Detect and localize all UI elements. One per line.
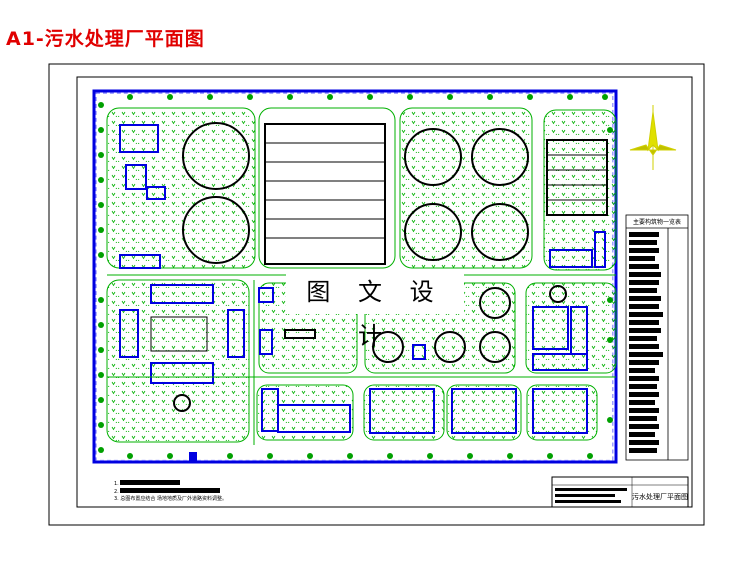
tank-5 xyxy=(404,203,462,261)
tank-3 xyxy=(404,128,462,186)
green-block-n1 xyxy=(258,107,396,269)
green-block-w xyxy=(106,279,250,443)
page-title: A1-污水处理厂平面图 xyxy=(6,28,205,50)
building-nw4 xyxy=(119,254,161,269)
tank-12 xyxy=(173,394,191,412)
green-block-s4 xyxy=(526,384,598,441)
building-w3 xyxy=(227,309,245,358)
building-c1 xyxy=(259,329,273,355)
basketball-court xyxy=(150,316,208,352)
green-block-s1 xyxy=(256,384,354,441)
building-w2 xyxy=(119,309,139,358)
building-s1 xyxy=(277,404,351,433)
green-block-n2 xyxy=(399,107,533,269)
watermark: 图 文 设 计 xyxy=(286,270,464,350)
svg-text:1.: 1. xyxy=(114,481,119,487)
building-s3 xyxy=(451,388,517,434)
svg-text:2.: 2. xyxy=(114,489,119,495)
building-w4 xyxy=(150,362,214,384)
tank-8 xyxy=(434,331,466,363)
green-block-ne xyxy=(543,109,617,271)
main-gate xyxy=(189,452,197,462)
tank-4 xyxy=(471,128,529,186)
building-ne-striped xyxy=(546,139,608,216)
north-arrow-icon xyxy=(629,105,677,170)
boundary-wall xyxy=(92,89,618,464)
title-block: 污水处理厂平面图 xyxy=(551,476,689,508)
building-e1 xyxy=(532,306,569,350)
notes: 1. 2. 3. 总图布置应结合 场地地质及厂外道路资料调整。 xyxy=(114,480,227,502)
bio-tank-partitions xyxy=(265,142,607,239)
building-c4 xyxy=(412,344,426,360)
tank-10 xyxy=(479,287,511,319)
building-w1 xyxy=(150,284,214,304)
building-s2 xyxy=(369,388,435,434)
building-c2 xyxy=(258,287,274,303)
green-block-nw xyxy=(106,107,256,269)
building-c3 xyxy=(284,329,316,339)
svg-text:3. 总图布置应结合 场地地质及厂外道路资料调整。: 3. 总图布置应结合 场地地质及厂外道路资料调整。 xyxy=(114,495,227,502)
tank-1 xyxy=(182,122,250,190)
green-block-s2 xyxy=(363,384,445,441)
tank-6 xyxy=(471,203,529,261)
legend-table xyxy=(625,214,689,461)
building-e3 xyxy=(532,353,588,371)
biological-tank xyxy=(264,123,386,265)
inner-border xyxy=(76,76,693,508)
tank-11 xyxy=(549,285,567,303)
building-ne3 xyxy=(594,231,606,268)
building-s4 xyxy=(532,388,588,434)
perimeter-trees xyxy=(98,94,613,459)
drawing-name: 污水处理厂平面图 xyxy=(632,492,688,501)
tank-2 xyxy=(182,196,250,264)
building-nw3 xyxy=(146,186,166,200)
building-ne2 xyxy=(549,249,593,268)
building-nw2 xyxy=(125,164,147,190)
green-block-s3 xyxy=(446,384,522,441)
tank-9 xyxy=(479,331,511,363)
tank-7 xyxy=(372,331,404,363)
legend-title: 主要构筑物一览表 xyxy=(633,218,681,226)
building-nw1 xyxy=(119,124,159,153)
